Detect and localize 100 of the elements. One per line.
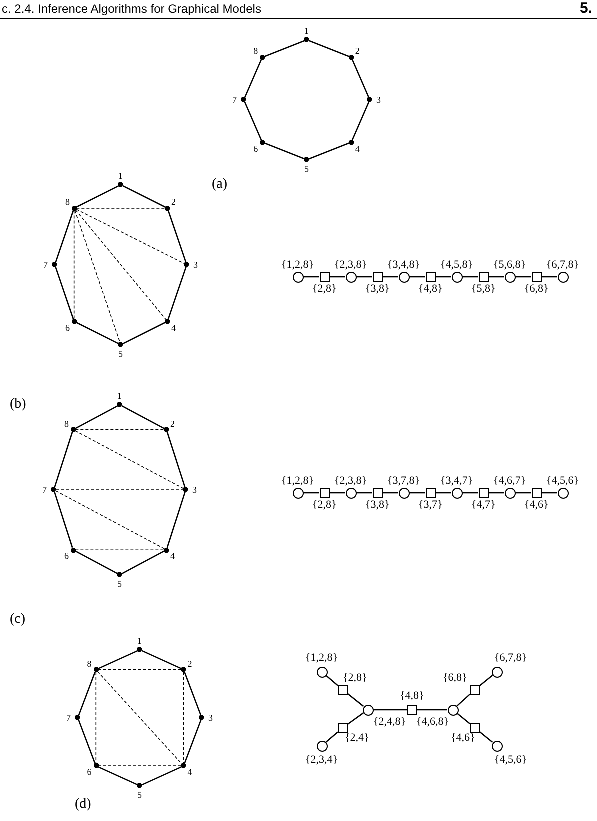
edge-line: [78, 672, 96, 716]
vertex-number: 5: [118, 349, 123, 359]
dashed-chord: [76, 208, 166, 209]
edge-line: [462, 492, 478, 494]
vertex-number: 1: [138, 636, 142, 646]
clique-label: {2,3,8}: [334, 475, 368, 487]
clique-label: {3,4,8}: [388, 259, 420, 271]
clique-label: {3,4,7}: [440, 475, 474, 487]
clique-label: {5,6,8}: [494, 259, 526, 271]
vertex-number: 5: [118, 579, 122, 589]
separator-label: {3,7}: [418, 499, 443, 511]
page-number: 5.: [580, 0, 593, 17]
separator-label: {6,8}: [524, 283, 549, 295]
separator-label: {6,8}: [443, 672, 468, 684]
edge-line: [76, 322, 120, 345]
edge-line: [78, 720, 96, 764]
edge-line: [184, 720, 202, 764]
separator-label: {2,8}: [312, 499, 337, 511]
edge-line: [436, 492, 452, 494]
dashed-chord: [74, 210, 121, 344]
vertex-number: 5: [138, 790, 142, 800]
edge-line: [55, 210, 74, 263]
vertex-number: 4: [170, 551, 176, 562]
vertex-number: 2: [188, 658, 192, 669]
vertex-number: 4: [172, 322, 176, 333]
dashed-chord: [96, 672, 97, 764]
edge-line: [308, 40, 350, 58]
dashed-chord: [74, 210, 75, 320]
edge-line: [264, 142, 306, 160]
edge-line: [308, 142, 350, 160]
vertex-number: 7: [66, 713, 71, 723]
edge-line: [542, 276, 558, 278]
vertex-number: 8: [64, 418, 69, 429]
edge-line: [352, 102, 370, 141]
vertex-number: 7: [44, 260, 48, 270]
vertex-number: 6: [64, 551, 69, 562]
edge-line: [98, 766, 138, 786]
vertex-number: 2: [355, 46, 360, 56]
vertex-number: 4: [355, 144, 360, 154]
clique-label: {4,6,7}: [494, 475, 526, 487]
edge-line: [122, 406, 165, 430]
clique-label: {4,6,8}: [416, 716, 450, 728]
edge-line: [382, 492, 398, 494]
vertex-number: 8: [254, 46, 258, 56]
separator-label: {4,8}: [418, 283, 443, 295]
edge-line: [76, 185, 120, 208]
separator-label: {2,4}: [345, 732, 370, 744]
dashed-chord: [183, 672, 184, 764]
edge-line: [326, 675, 338, 686]
edge-line: [304, 492, 320, 494]
clique-label: {4,5,8}: [440, 259, 474, 271]
panel-label: (a): [212, 177, 228, 193]
edge-line: [488, 276, 504, 278]
clique-label: {6,7,8}: [546, 259, 580, 271]
vertex-number: 1: [118, 171, 123, 181]
edge-line: [348, 712, 364, 725]
edge-line: [516, 276, 532, 278]
vertex-number: 5: [304, 164, 309, 174]
separator-label: {4,7}: [472, 499, 496, 511]
clique-label: {2,3,4}: [306, 754, 338, 766]
vertex-number: 2: [170, 418, 176, 429]
vertex-number: 7: [232, 95, 237, 105]
edge-line: [516, 492, 532, 494]
edge-line: [330, 276, 346, 278]
edge-line: [356, 276, 372, 278]
edge-line: [244, 102, 262, 141]
dashed-chord: [75, 430, 184, 490]
vertex-number: 3: [194, 260, 198, 270]
edge-line: [166, 492, 186, 548]
edge-line: [54, 432, 74, 488]
edge-line: [264, 40, 306, 58]
vertex-number: 7: [42, 485, 47, 495]
separator-label: {4,6}: [524, 499, 549, 511]
edge-line: [122, 185, 166, 208]
edge-line: [55, 267, 74, 320]
edge-line: [462, 276, 478, 278]
dashed-chord: [97, 671, 183, 765]
clique-label: {4,5,6}: [494, 754, 528, 766]
vertex-number: 4: [188, 767, 192, 778]
edge-line: [168, 210, 187, 263]
edge-line: [410, 492, 426, 494]
separator-label: {3,8}: [366, 499, 390, 511]
edge-line: [436, 276, 452, 278]
vertex-number: 6: [65, 322, 70, 333]
separator-label: {2,8}: [343, 672, 368, 684]
edge-line: [142, 766, 182, 786]
edge-line: [352, 59, 370, 98]
edge-line: [488, 492, 504, 494]
edge-line: [456, 712, 470, 724]
vertex-number: 1: [304, 26, 309, 36]
separator-label: {2,8}: [312, 283, 337, 295]
clique-label: {2,3,8}: [334, 259, 368, 271]
clique-label: {2,4,8}: [374, 716, 406, 728]
edge-line: [348, 694, 364, 708]
clique-label: {6,7,8}: [494, 652, 528, 664]
edge-line: [168, 267, 187, 320]
vertex-number: 1: [118, 391, 122, 401]
edge-line: [456, 694, 470, 707]
dashed-chord: [56, 490, 165, 550]
vertex-number: 2: [172, 197, 176, 208]
